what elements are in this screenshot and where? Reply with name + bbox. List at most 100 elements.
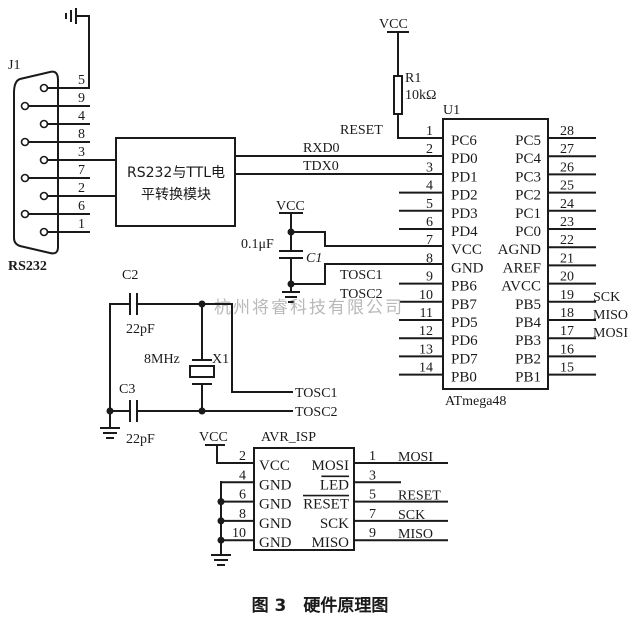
- db9-pin: 5: [39, 73, 90, 93]
- db9-pin-contact: [20, 101, 30, 111]
- net-label-reset: RESET: [340, 123, 383, 138]
- isp-net-label: SCK: [398, 508, 425, 523]
- isp-pin-name: SCK: [320, 516, 349, 532]
- c3-value: 22pF: [126, 432, 155, 447]
- x1-value: 8MHz: [144, 352, 180, 367]
- u1-pin-name: PD3: [451, 206, 478, 222]
- u1-pin-name: VCC: [451, 242, 482, 258]
- vcc-label-r1: VCC: [379, 17, 408, 32]
- j1-ref: J1: [8, 58, 20, 73]
- figure-caption: 图 3 硬件原理图: [252, 595, 389, 616]
- isp-pin-number: 5: [369, 488, 376, 503]
- u1-pin-number: 28: [560, 124, 574, 139]
- u1-pin-number: 24: [560, 197, 574, 212]
- c3-ref: C3: [119, 382, 135, 397]
- u1-pin-name: PB1: [515, 370, 541, 386]
- db9-pin: 9: [20, 91, 90, 111]
- u1-pin-number: 20: [560, 270, 574, 285]
- u1-net-label: MOSI: [593, 326, 628, 341]
- r1-value: 10kΩ: [405, 88, 436, 103]
- u1-pin-name: PB3: [515, 333, 541, 349]
- u1-pin-number: 17: [560, 324, 574, 339]
- resistor-r1: VCC R1 10kΩ RESET: [340, 17, 444, 139]
- isp-pin-name: MISO: [311, 535, 349, 551]
- u1-pin-number: 3: [426, 160, 433, 175]
- u1-pin-number: 8: [426, 251, 433, 266]
- isp-pin-number: 3: [369, 468, 376, 483]
- u1-pin-number: 10: [419, 288, 433, 303]
- u1-pin-name: PB6: [451, 279, 477, 295]
- capacitor-c1: VCC 0.1μF C1 TOSC1 TOSC2: [241, 199, 444, 303]
- r1-body: [393, 75, 403, 115]
- db9-pin: 7: [20, 163, 90, 183]
- isp-pin-name: LED: [320, 477, 349, 493]
- db9-pin-number: 7: [78, 163, 85, 178]
- c2-ref: C2: [122, 268, 138, 283]
- wire-tosc1: [201, 303, 293, 393]
- db9-outline: [13, 70, 59, 255]
- u1-net-label: MISO: [593, 308, 628, 323]
- u1-pin-name: PC5: [515, 133, 541, 149]
- db9-pin-number: 5: [78, 73, 85, 88]
- level-shifter-label-2: 平转换模块: [141, 186, 211, 203]
- u1-pin-name: PD2: [451, 188, 478, 204]
- net-label-rxd0: RXD0: [303, 141, 340, 156]
- u1-pin-number: 9: [426, 270, 433, 285]
- wire-c2-left: [109, 303, 131, 412]
- x1-body: [189, 365, 215, 378]
- level-shifter-module: RS232与TTL电 平转换模块 RXD0 TDX0: [57, 137, 444, 227]
- u1-pin-number: 6: [426, 215, 433, 230]
- db9-pin-number: 9: [78, 91, 85, 106]
- isp-pin-name: VCC: [259, 458, 290, 474]
- isp-body: [253, 447, 355, 551]
- isp-net-label: MISO: [398, 527, 433, 542]
- db9-pin-number: 6: [78, 199, 85, 214]
- db9-pin-number: 3: [78, 145, 85, 160]
- u1-pin-number: 16: [560, 342, 574, 357]
- db9-pin-contact: [20, 173, 30, 183]
- net-label-tosc1-u1: TOSC1: [340, 268, 383, 283]
- u1-pin-name: PB2: [515, 351, 541, 367]
- u1-pin-number: 27: [560, 142, 574, 157]
- r1-ref: R1: [405, 71, 421, 86]
- u1-net-label: SCK: [593, 290, 620, 305]
- u1-pin-name: PC3: [515, 169, 541, 185]
- vcc-label-c1: VCC: [276, 199, 305, 214]
- u1-pin-name: PB5: [515, 297, 541, 313]
- u1-pin-number: 4: [426, 179, 433, 194]
- isp-pin-number: 4: [239, 468, 246, 483]
- u1-pin-number: 22: [560, 233, 574, 248]
- u1-pin-number: 18: [560, 306, 574, 321]
- u1-pin-name: PB4: [515, 315, 541, 331]
- j1-name: RS232: [8, 259, 47, 274]
- isp-pin-name: GND: [259, 497, 292, 513]
- isp-pin-number: 10: [232, 526, 246, 541]
- u1-pin-name: GND: [451, 260, 484, 276]
- u1-pin-name: PD6: [451, 333, 478, 349]
- u1-ref: U1: [443, 103, 460, 118]
- u1-pin-name: PC2: [515, 188, 541, 204]
- db9-pin-contact: [39, 227, 49, 237]
- u1-part: ATmega48: [445, 394, 506, 409]
- c1-ref: C1: [306, 251, 322, 266]
